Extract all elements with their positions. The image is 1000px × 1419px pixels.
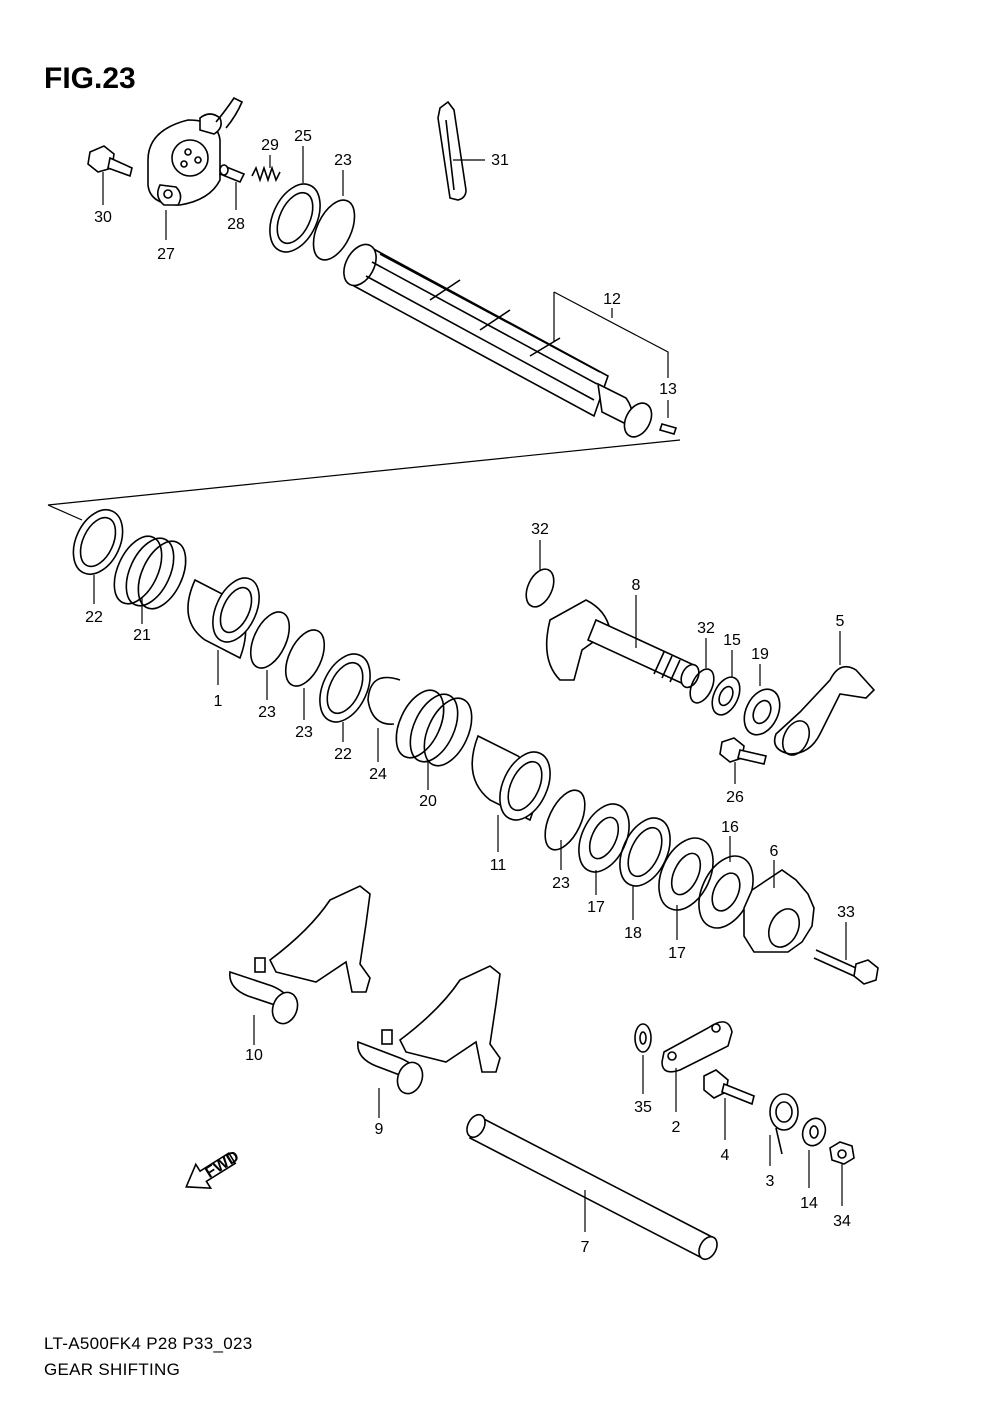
part-5-arm[interactable] — [773, 631, 876, 759]
part-3-spring[interactable] — [769, 1093, 799, 1166]
callout-23d: 23 — [334, 152, 352, 169]
callout-29: 29 — [261, 137, 279, 154]
callout-5: 5 — [836, 613, 845, 630]
part-18-bearing[interactable] — [610, 810, 680, 920]
callout-24: 24 — [369, 766, 387, 783]
callout-17b: 17 — [668, 945, 686, 962]
part-10-shift-fork[interactable] — [229, 885, 371, 1045]
callout-18: 18 — [624, 925, 642, 942]
callout-10: 10 — [245, 1047, 263, 1064]
part-2-stopper[interactable] — [661, 1021, 733, 1112]
part-1-sleeve[interactable] — [187, 571, 269, 685]
part-29-spring[interactable] — [251, 155, 281, 183]
part-23-circlip-b[interactable] — [278, 624, 332, 720]
callout-19: 19 — [751, 646, 769, 663]
callout-21: 21 — [133, 627, 151, 644]
callout-14: 14 — [800, 1195, 818, 1212]
part-7-shift-fork-shaft[interactable] — [463, 1112, 720, 1263]
part-4-bolt[interactable] — [703, 1069, 755, 1140]
callout-32a: 32 — [531, 521, 549, 538]
callout-30: 30 — [94, 209, 112, 226]
callout-32b: 32 — [697, 620, 715, 637]
part-32-circlip-top[interactable] — [521, 540, 560, 611]
part-22-washer-mid[interactable] — [310, 646, 380, 742]
part-17-washer-a[interactable] — [569, 796, 639, 895]
part-15-washer[interactable] — [707, 650, 746, 719]
callout-3: 3 — [766, 1173, 775, 1190]
part-32-circlip-b[interactable] — [685, 638, 718, 707]
part-31-stopper-plate[interactable] — [437, 100, 485, 201]
callout-17a: 17 — [587, 899, 605, 916]
part-23-circlip-top[interactable] — [305, 170, 363, 266]
part-28-pin[interactable] — [218, 164, 246, 210]
callout-26: 26 — [726, 789, 744, 806]
part-30-bolt[interactable] — [87, 145, 133, 205]
part-22-washer-left[interactable] — [64, 502, 133, 604]
callout-11: 11 — [490, 857, 507, 874]
figure-caption: GEAR SHIFTING — [44, 1360, 181, 1379]
part-34-nut[interactable] — [829, 1141, 855, 1206]
part-9-shift-fork[interactable] — [357, 965, 501, 1118]
callout-22b: 22 — [334, 746, 352, 763]
part-27-gear-position-switch[interactable] — [147, 96, 244, 240]
part-14-washer[interactable] — [799, 1115, 829, 1188]
callout-12: 12 — [603, 291, 621, 308]
part-35-washer[interactable] — [634, 1023, 652, 1094]
callout-23b: 23 — [295, 724, 313, 741]
callout-2: 2 — [672, 1119, 681, 1136]
callout-23c: 23 — [552, 875, 570, 892]
callout-6: 6 — [770, 843, 779, 860]
part-23-circlip-a[interactable] — [243, 606, 297, 700]
figure-title: FIG.23 — [44, 62, 136, 95]
callout-labels: 1 2 3 4 5 6 7 8 9 10 11 12 13 14 15 16 1… — [85, 128, 855, 1256]
part-25-washer[interactable] — [260, 146, 330, 260]
model-code: LT-A500FK4 P28 P33_023 — [44, 1334, 253, 1353]
callout-31: 31 — [491, 152, 509, 169]
callout-8: 8 — [632, 577, 641, 594]
part-17-washer-b[interactable] — [648, 829, 724, 940]
part-21-spring[interactable] — [105, 529, 196, 624]
callout-20: 20 — [419, 793, 437, 810]
callout-27: 27 — [157, 246, 175, 263]
callout-35: 35 — [634, 1099, 652, 1116]
part-19-oil-seal[interactable] — [737, 664, 786, 741]
fwd-label: FWD — [202, 1148, 242, 1182]
part-26-bolt[interactable] — [719, 737, 767, 784]
part-20-spring[interactable] — [387, 683, 482, 790]
callout-15: 15 — [723, 632, 741, 649]
part-33-bolt[interactable] — [813, 922, 879, 985]
callout-33: 33 — [837, 904, 855, 921]
fwd-arrow-icon: FWD — [185, 1148, 242, 1189]
callout-13: 13 — [659, 381, 677, 398]
part-12-gearshift-cam[interactable] — [337, 239, 669, 442]
callout-9: 9 — [375, 1121, 384, 1138]
part-23-circlip-c[interactable] — [537, 784, 593, 870]
callout-22a: 22 — [85, 609, 103, 626]
callout-16: 16 — [721, 819, 739, 836]
callout-25: 25 — [294, 128, 312, 145]
part-6-cam-driven-gear[interactable] — [743, 860, 815, 953]
callout-1: 1 — [214, 693, 223, 710]
part-8-gearshift-shaft[interactable] — [545, 595, 703, 690]
part-24-circlip[interactable] — [367, 676, 401, 763]
callout-4: 4 — [721, 1147, 730, 1164]
callout-7: 7 — [581, 1239, 590, 1256]
callout-28: 28 — [227, 216, 245, 233]
callout-23a: 23 — [258, 704, 276, 721]
callout-34: 34 — [833, 1213, 851, 1230]
part-11-sleeve[interactable] — [471, 734, 560, 852]
part-13-pin[interactable] — [658, 400, 678, 435]
